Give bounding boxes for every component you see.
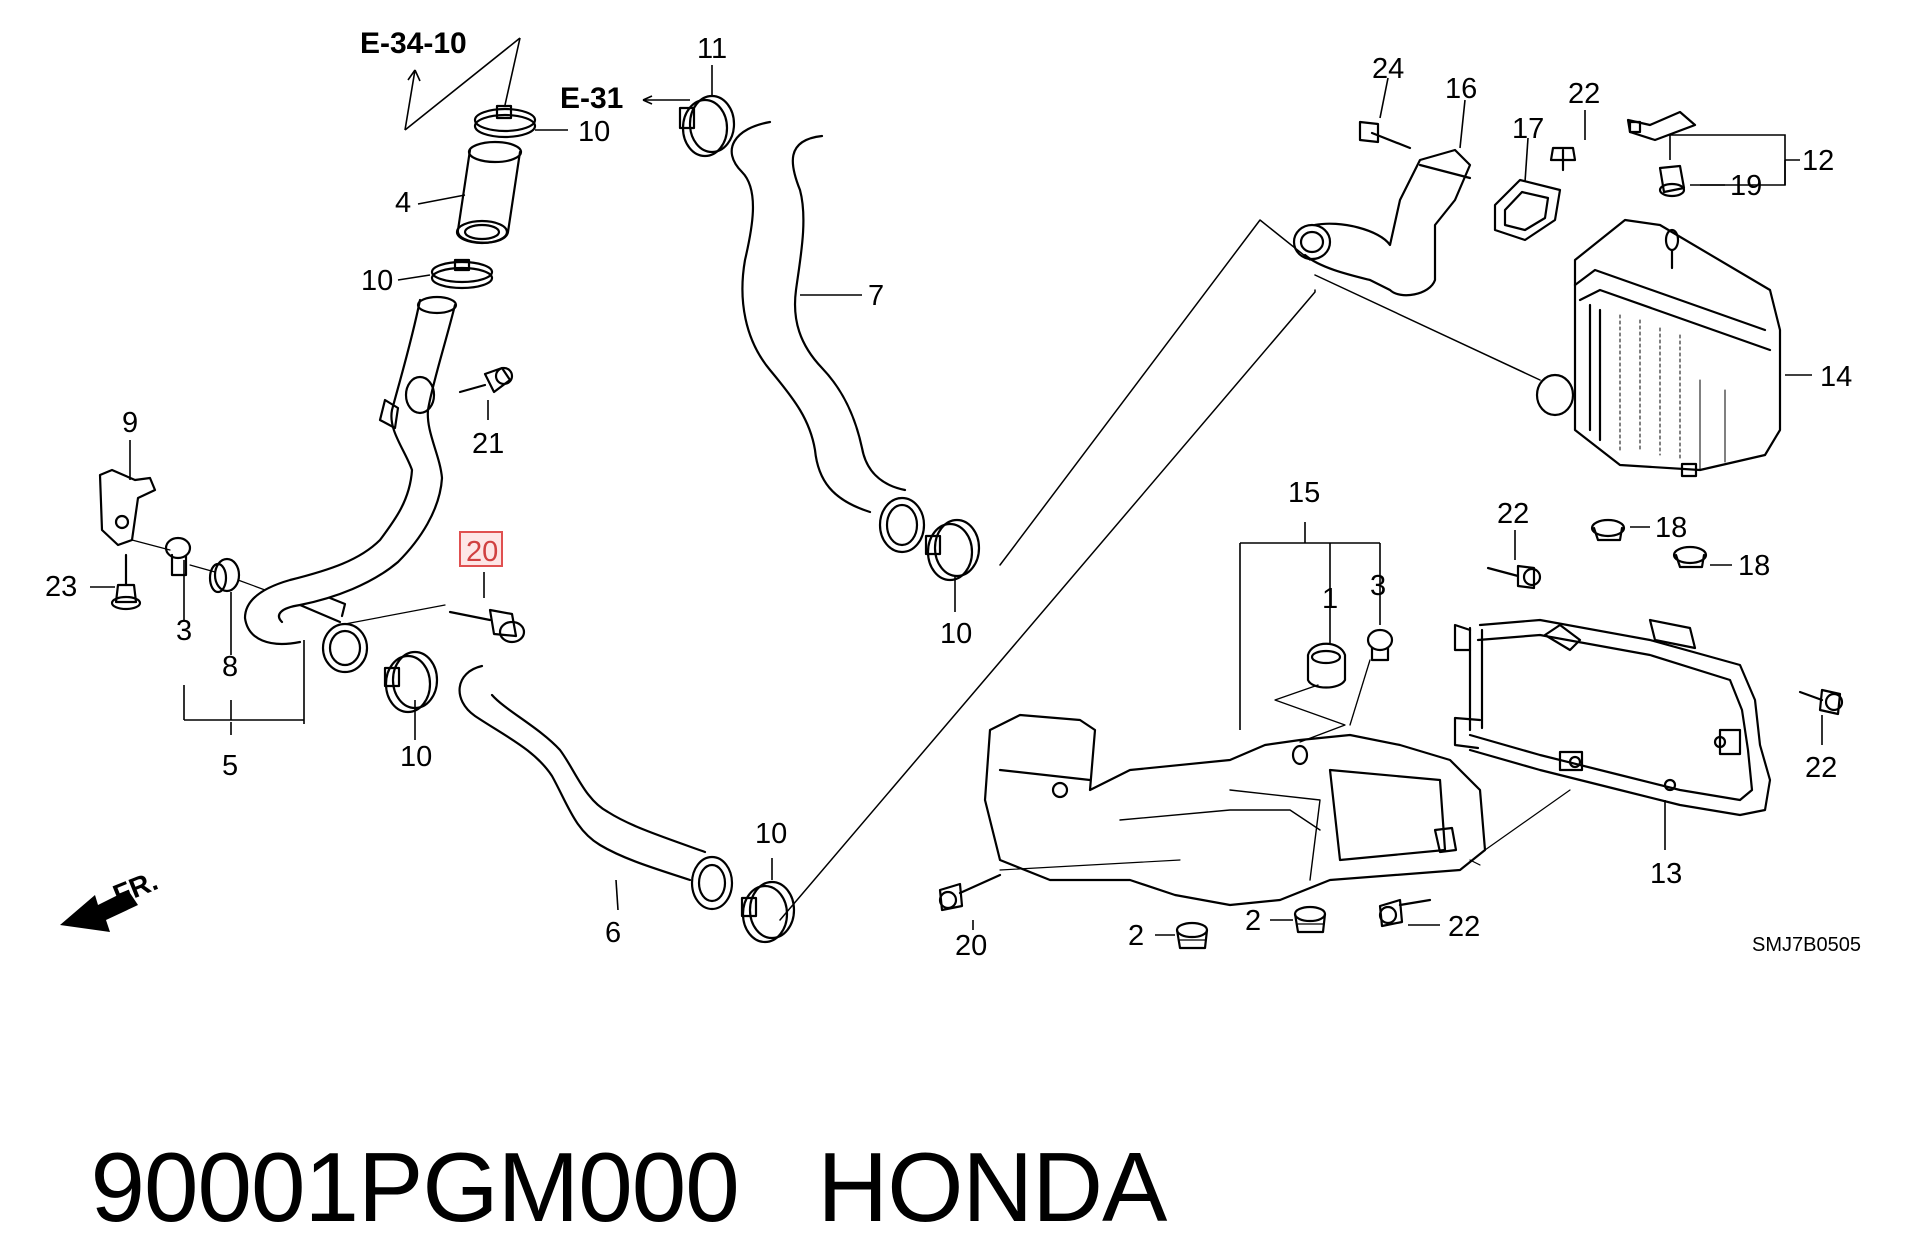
callout-2[interactable]: 2 [1128, 920, 1144, 952]
callout-7[interactable]: 7 [868, 280, 884, 312]
callout-10[interactable]: 10 [940, 618, 972, 650]
callout-15[interactable]: 15 [1288, 477, 1320, 509]
bracket-9 [98, 468, 157, 547]
callout-14[interactable]: 14 [1820, 361, 1852, 393]
callout-3[interactable]: 3 [1370, 570, 1386, 602]
grommet-2-a [1175, 921, 1209, 950]
callout-17[interactable]: 17 [1512, 113, 1544, 145]
part-number: 90001PGM000 [90, 1132, 739, 1242]
duct-16 [1292, 148, 1472, 297]
front-arrow-icon [60, 890, 138, 932]
callout-6[interactable]: 6 [605, 917, 621, 949]
callout-22[interactable]: 22 [1448, 911, 1480, 943]
brand-name: HONDA [817, 1132, 1167, 1242]
bolt-24 [1358, 120, 1412, 150]
callout-21[interactable]: 21 [472, 428, 504, 460]
callout-3[interactable]: 3 [176, 615, 192, 647]
grommet-18-a [1590, 518, 1626, 542]
callout-16[interactable]: 16 [1445, 73, 1477, 105]
clamp-10-mid [430, 258, 494, 290]
hose-4 [455, 140, 523, 245]
callout-9[interactable]: 9 [122, 407, 138, 439]
callout-5[interactable]: 5 [222, 750, 238, 782]
callout-1[interactable]: 1 [1322, 583, 1338, 615]
bolt-20-upper [448, 608, 526, 644]
grommet-2-b [1293, 905, 1327, 934]
frame-13 [1453, 618, 1772, 817]
clamp-10-lower-left [383, 650, 439, 714]
callout-18[interactable]: 18 [1738, 550, 1770, 582]
bolt-22-bottom [1378, 898, 1432, 928]
callout-19[interactable]: 19 [1730, 170, 1762, 202]
clamp-11 [678, 94, 736, 158]
callout-20-highlighted[interactable]: 20 [466, 536, 498, 568]
callout-22[interactable]: 22 [1805, 752, 1837, 784]
callout-22[interactable]: 22 [1568, 78, 1600, 110]
bolt-21 [458, 366, 514, 394]
diagram-code: SMJ7B0505 [1752, 934, 1861, 956]
highlight-box [459, 531, 503, 567]
gasket-17 [1493, 178, 1562, 242]
nut-19 [1658, 164, 1686, 198]
bolt-20-lower [938, 873, 1002, 912]
callout-11[interactable]: 11 [697, 33, 727, 65]
intercooler-14 [1535, 218, 1782, 478]
pipe-assembly [243, 295, 458, 674]
callout-10[interactable]: 10 [578, 116, 610, 148]
bolt-22-right [1798, 688, 1844, 716]
callout-12[interactable]: 12 [1802, 145, 1834, 177]
callout-24[interactable]: 24 [1372, 53, 1404, 85]
callout-18[interactable]: 18 [1655, 512, 1687, 544]
parts-diagram: FR. E-34-10 E-31 20 10 4 10 11 7 21 9 23… [45, 27, 1861, 962]
grommet-18-b [1672, 545, 1708, 569]
ref-e31: E-31 [560, 82, 623, 115]
caption: 90001PGM000 HONDA [38, 1018, 1167, 1244]
grommet-8 [208, 557, 241, 594]
callout-23[interactable]: 23 [45, 571, 77, 603]
bolt-22-top [1549, 146, 1577, 172]
front-label: FR. [109, 865, 162, 911]
callout-20[interactable]: 20 [955, 930, 987, 962]
callout-8[interactable]: 8 [222, 651, 238, 683]
ref-e34-10: E-34-10 [360, 27, 467, 60]
callout-10[interactable]: 10 [361, 265, 393, 297]
callout-2[interactable]: 2 [1245, 905, 1261, 937]
callout-22[interactable]: 22 [1497, 498, 1529, 530]
clamp-10-bottom [740, 880, 796, 944]
hose-6 [458, 664, 734, 911]
grommet-1 [1306, 642, 1347, 689]
leader-lines [90, 37, 1823, 936]
hose-7 [730, 120, 926, 554]
clamp-10-top [473, 104, 537, 139]
callout-13[interactable]: 13 [1650, 858, 1682, 890]
callout-4[interactable]: 4 [395, 187, 411, 219]
bolt-23 [110, 553, 142, 611]
collar-3-right [1366, 628, 1394, 662]
callout-10[interactable]: 10 [755, 818, 787, 850]
bolt-22-mid [1486, 564, 1542, 590]
duct-15 [983, 713, 1487, 907]
collar-3 [164, 536, 192, 577]
callout-10[interactable]: 10 [400, 741, 432, 773]
bracket-12 [1626, 110, 1697, 142]
clamp-10-right [924, 518, 981, 582]
